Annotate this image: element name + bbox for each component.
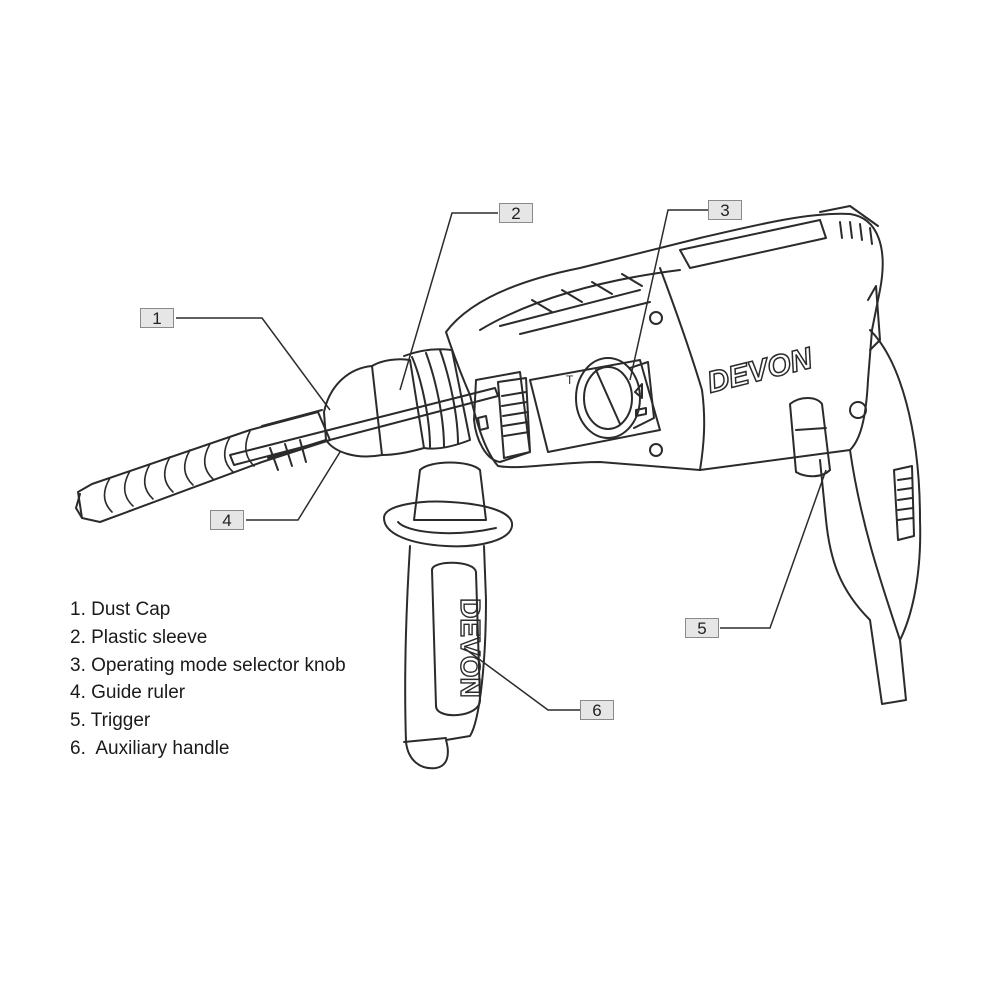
parts-legend: 1. Dust Cap 2. Plastic sleeve 3. Operati…: [70, 596, 346, 763]
handle-logo: DEVON: [455, 598, 486, 698]
callout-3: 3: [708, 200, 742, 220]
main-handle: [819, 285, 922, 705]
leader-line-5: [720, 469, 827, 629]
legend-item: 6. Auxiliary handle: [70, 737, 230, 759]
legend-item: 2. Plastic sleeve: [70, 626, 208, 648]
legend-item: 5. Trigger: [70, 710, 151, 732]
callout-1: 1: [140, 308, 174, 328]
leader-line-2: [399, 212, 498, 391]
leader-lines: [176, 209, 827, 711]
callout-6: 6: [580, 700, 614, 720]
auxiliary-handle: [383, 461, 514, 770]
callout-2: 2: [499, 203, 533, 223]
t-mark: T: [566, 373, 574, 387]
plastic-sleeve: [403, 348, 471, 450]
mode-selector-knob: [575, 357, 655, 439]
leader-line-3: [629, 209, 708, 381]
guide-ruler: [229, 387, 499, 471]
leader-line-4: [246, 451, 341, 521]
body-logo: DEVON: [704, 342, 817, 400]
legend-item: 1. Dust Cap: [70, 599, 171, 620]
trigger: [789, 397, 831, 478]
leader-line-6: [463, 647, 580, 711]
legend-item: 3. Operating mode selector knob: [70, 654, 346, 676]
ruler-clamp: [473, 371, 531, 463]
dust-cap: [323, 358, 425, 458]
leader-line-1: [176, 317, 331, 411]
callout-4: 4: [210, 510, 244, 530]
drill-body: [445, 205, 884, 471]
callout-5: 5: [685, 618, 719, 638]
legend-item: 4. Guide ruler: [70, 682, 186, 704]
